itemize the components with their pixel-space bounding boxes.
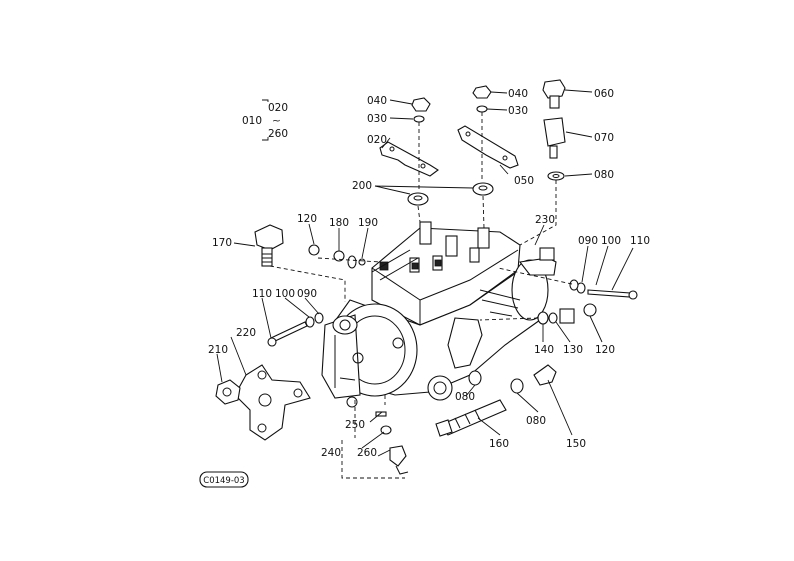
part-150-fitting [533, 364, 557, 386]
part-labels: 010 020 ∼ 260 040 030 020 040 030 050 06… [208, 88, 650, 459]
drawing-code: C0149-03 [199, 471, 249, 488]
label-150: 150 [566, 438, 586, 450]
label-060: 060 [594, 88, 614, 100]
label-030-right: 030 [508, 105, 528, 117]
label-100-right: 100 [601, 235, 621, 247]
label-260-range-end: 260 [268, 128, 288, 140]
label-220: 220 [236, 327, 256, 339]
label-120-left: 120 [297, 213, 317, 225]
part-050-plate [457, 125, 519, 169]
part-210-nut [215, 379, 241, 405]
part-080-washer-lower [468, 370, 524, 394]
label-030-left: 030 [367, 113, 387, 125]
label-range-tilde: ∼ [272, 115, 281, 127]
part-160-banjo-bolt [435, 399, 507, 437]
part-060-banjo-bolt [542, 79, 566, 109]
label-040-right: 040 [508, 88, 528, 100]
label-180: 180 [329, 217, 349, 229]
label-010: 010 [242, 115, 262, 127]
part-170-bolt [254, 224, 284, 267]
label-070: 070 [594, 132, 614, 144]
label-080-lower: 080 [526, 415, 546, 427]
part-220-drive-plate [234, 364, 311, 441]
label-140: 140 [534, 344, 554, 356]
part-110-screw-left [267, 312, 324, 347]
part-040-nut-right [472, 85, 492, 113]
label-040-left: 040 [367, 95, 387, 107]
part-080-washer-top [547, 171, 565, 181]
label-250: 250 [345, 419, 365, 431]
label-050: 050 [514, 175, 534, 187]
label-090-left: 090 [297, 288, 317, 300]
label-190: 190 [358, 217, 378, 229]
drawing-code-text: C0149-03 [203, 476, 244, 486]
label-090-right: 090 [578, 235, 598, 247]
part-020-plate [379, 141, 439, 177]
label-200: 200 [352, 180, 372, 192]
label-260: 260 [357, 447, 377, 459]
pump-body [321, 221, 557, 408]
leader-lines [216, 89, 634, 479]
label-080-mid: 080 [455, 391, 475, 403]
label-110-left: 110 [252, 288, 272, 300]
part-070-fitting [543, 117, 566, 159]
label-100-left: 100 [275, 288, 295, 300]
part-140-130-120-set [537, 303, 597, 325]
label-130: 130 [563, 344, 583, 356]
label-020-range-start: 020 [268, 102, 288, 114]
label-110-right: 110 [630, 235, 650, 247]
part-200-grommets [407, 182, 494, 206]
part-040-nut-left [411, 97, 431, 123]
label-240: 240 [321, 447, 341, 459]
part-250-240-260-set [375, 411, 409, 475]
label-230: 230 [535, 214, 555, 226]
part-110-screw-right [569, 279, 638, 300]
part-120-180-190-set [308, 244, 366, 269]
label-170: 170 [212, 237, 232, 249]
label-160: 160 [489, 438, 509, 450]
label-210: 210 [208, 344, 228, 356]
label-120-right: 120 [595, 344, 615, 356]
label-080-top: 080 [594, 169, 614, 181]
label-020: 020 [367, 134, 387, 146]
